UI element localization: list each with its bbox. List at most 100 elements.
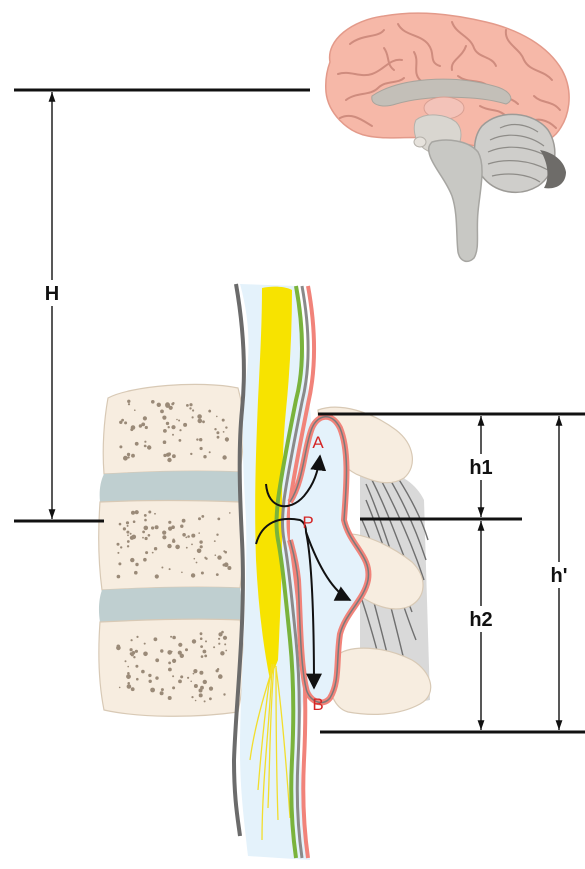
bone-spot — [144, 643, 146, 645]
bone-spot — [155, 676, 158, 679]
bone-spot — [167, 544, 171, 548]
pituitary — [414, 137, 426, 147]
bone-spot — [117, 575, 121, 579]
bone-spot — [172, 636, 176, 640]
bone-spot — [171, 403, 174, 406]
bone-spot — [182, 519, 186, 523]
bone-spot — [151, 400, 155, 404]
bone-spot — [127, 453, 130, 456]
bone-spot — [196, 562, 198, 564]
bone-spot — [218, 643, 220, 645]
bone-spot — [196, 438, 198, 440]
bone-spot — [126, 521, 129, 524]
label-h1: h1 — [469, 457, 492, 479]
bone-spot — [130, 558, 134, 562]
bone-spot — [168, 696, 172, 700]
bone-spot — [201, 572, 204, 575]
bone-spot — [205, 640, 207, 642]
bone-spot — [194, 684, 198, 688]
bone-spot — [127, 545, 129, 547]
bone-spot — [128, 403, 130, 405]
bone-spot — [148, 534, 151, 537]
bone-spot — [161, 567, 163, 569]
bone-spot — [200, 637, 203, 640]
bone-spot — [180, 525, 183, 528]
bone-spot — [162, 416, 166, 420]
bone-spot — [128, 682, 130, 684]
bone-spot — [130, 648, 133, 651]
bone-spot — [170, 636, 172, 638]
bone-spot — [133, 656, 135, 658]
bone-spot — [168, 527, 172, 531]
bone-spot — [187, 535, 190, 538]
bone-spot — [131, 639, 133, 641]
bone-spot — [185, 537, 187, 539]
bone-spot — [161, 688, 164, 691]
bone-spot — [148, 674, 151, 677]
bone-spot — [142, 531, 145, 534]
bone-spot — [143, 558, 147, 562]
bone-spot — [172, 434, 174, 436]
bone-spot — [195, 700, 197, 702]
bone-spot — [124, 421, 127, 424]
bone-spot — [226, 440, 228, 442]
bone-spot — [223, 636, 227, 640]
bone-spot — [168, 662, 171, 665]
bone-spot — [151, 526, 154, 529]
bone-spot — [150, 688, 155, 693]
bone-spot — [144, 441, 146, 443]
bone-spot — [193, 673, 195, 675]
bone-spot — [171, 425, 175, 429]
bone-spot — [200, 632, 203, 635]
bone-spot — [178, 680, 182, 684]
bone-spot — [119, 523, 122, 526]
bone-spot — [216, 573, 219, 576]
bone-spot — [162, 531, 166, 535]
bone-spot — [127, 456, 129, 458]
bone-spot — [191, 696, 193, 698]
bone-spot — [204, 700, 206, 702]
bone-spot — [145, 551, 148, 554]
bone-spot — [142, 537, 144, 539]
bone-spot — [208, 410, 211, 413]
bone-spot — [172, 454, 176, 458]
bone-spot — [131, 511, 135, 515]
bone-spot — [194, 558, 196, 560]
label-h2: h2 — [469, 609, 492, 631]
bone-spot — [163, 454, 166, 457]
bone-spot — [163, 440, 167, 444]
bone-spot — [191, 573, 195, 577]
bone-spot — [204, 557, 206, 559]
bone-spot — [225, 426, 227, 428]
bone-spot — [192, 639, 196, 643]
bone-spot — [166, 422, 169, 425]
bone-spot — [125, 660, 127, 662]
bone-spot — [154, 547, 157, 550]
brain-illustration — [326, 13, 569, 261]
bone-spot — [185, 648, 188, 651]
bone-spot — [203, 650, 207, 654]
bone-spot — [116, 646, 121, 651]
label-P: P — [302, 513, 313, 532]
bone-spot — [132, 651, 136, 655]
bone-spot — [222, 455, 226, 459]
bone-spot — [117, 552, 119, 554]
bone-spot — [172, 686, 175, 689]
bone-spot — [144, 514, 147, 517]
bone-spot — [197, 414, 202, 419]
bone-spot — [144, 526, 149, 531]
bone-spot — [216, 416, 218, 418]
disc-1 — [100, 471, 242, 502]
bone-spot — [217, 555, 221, 559]
bone-spot — [127, 534, 129, 536]
bone-spot — [191, 534, 195, 538]
bone-spot — [227, 566, 231, 570]
bone-spot — [204, 655, 207, 658]
bone-spot — [141, 423, 145, 427]
bone-spot — [224, 562, 229, 567]
bone-spot — [199, 693, 203, 697]
bone-spot — [144, 519, 147, 522]
bone-spot — [127, 684, 132, 689]
bone-spot — [127, 666, 129, 668]
